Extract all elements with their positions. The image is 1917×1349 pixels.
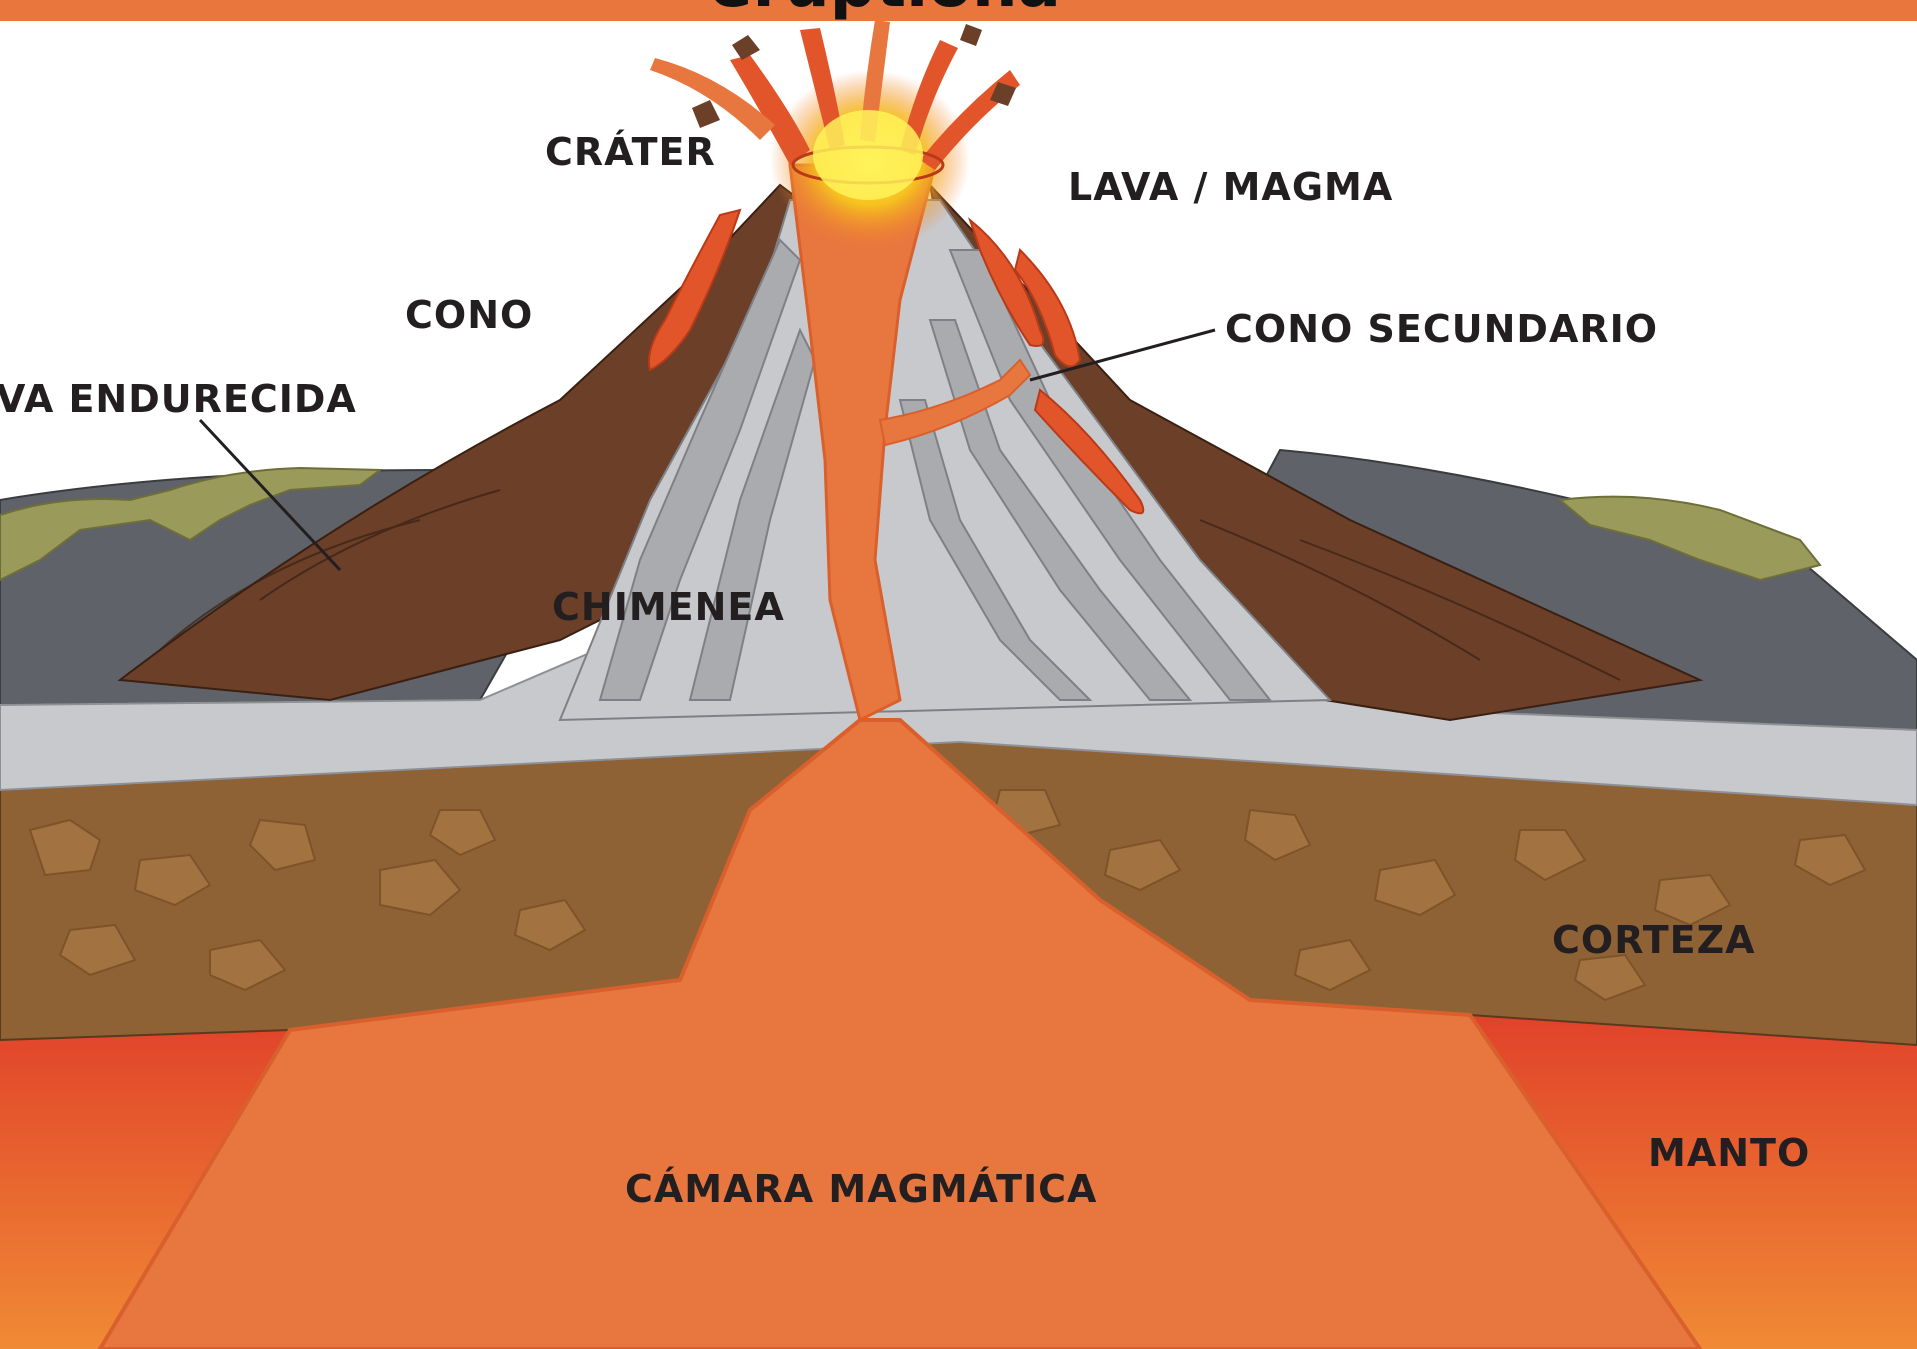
label-corteza: CORTEZA <box>1552 918 1756 962</box>
label-cono-secundario: CONO SECUNDARIO <box>1225 307 1658 351</box>
header-title: eruptiona <box>709 0 1061 22</box>
label-manto: MANTO <box>1648 1131 1810 1175</box>
label-cono: CONO <box>405 293 533 337</box>
label-camara-magmatica: CÁMARA MAGMÁTICA <box>625 1167 1097 1211</box>
label-lava-endurecida: VA ENDURECIDA <box>0 377 357 421</box>
label-crater: CRÁTER <box>545 130 716 174</box>
label-chimenea: CHIMENEA <box>552 585 785 629</box>
label-lava-magma: LAVA / MAGMA <box>1068 165 1393 209</box>
